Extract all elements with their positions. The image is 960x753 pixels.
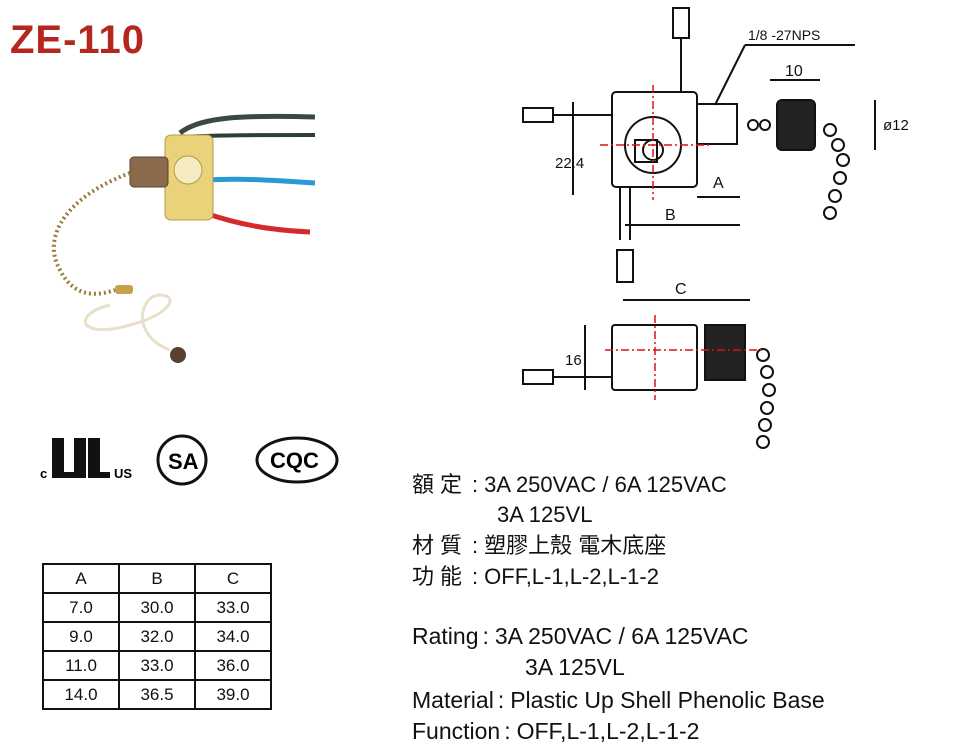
zh-rating-value-2: 3A 125VL xyxy=(497,502,593,527)
table-header-row: A B C xyxy=(42,563,272,594)
table-cell: 36.0 xyxy=(194,650,272,681)
black-wire xyxy=(178,113,316,136)
ul-c-mark: c xyxy=(40,466,47,481)
en-material-line: Material:Plastic Up Shell Phenolic Base xyxy=(412,687,825,713)
dimension-drawing: 1/8 -27NPS 10 ø12 22.4 A B C 16 xyxy=(522,7,909,449)
blue-wire xyxy=(204,176,316,186)
en-material-label: Material xyxy=(412,687,494,713)
zh-function-value: OFF,L-1,L-2,L-1-2 xyxy=(484,564,659,589)
dim-a-label: A xyxy=(713,175,724,192)
en-rating-value-2: 3A 125VL xyxy=(525,654,625,680)
knurled-cap xyxy=(776,99,816,151)
certification-logos: c US SA CQC xyxy=(40,434,339,486)
dim-10-label: 10 xyxy=(785,63,803,80)
table-row: 14.0 36.5 39.0 xyxy=(42,679,272,710)
table-row: 7.0 30.0 33.0 xyxy=(42,592,272,623)
zh-material-line: 材質:塑膠上殼 電木底座 xyxy=(412,531,666,561)
terminal-side xyxy=(522,369,554,385)
table-cell: 9.0 xyxy=(42,621,120,652)
pull-string xyxy=(84,293,172,352)
bushing xyxy=(129,156,169,188)
ul-us-mark: US xyxy=(114,466,132,481)
table-cell: 11.0 xyxy=(42,650,120,681)
ul-logo-icon-2 xyxy=(88,438,110,478)
table-cell: 33.0 xyxy=(118,650,196,681)
product-title: ZE-110 xyxy=(10,18,145,62)
en-function-label: Function xyxy=(412,718,501,744)
top-view-bushing xyxy=(696,103,738,145)
zh-function-label: 功能 xyxy=(412,564,469,589)
terminal-bottom xyxy=(616,249,634,283)
chain-connector xyxy=(115,285,133,294)
table-row: 11.0 33.0 36.0 xyxy=(42,650,272,681)
thread-label: 1/8 -27NPS xyxy=(748,27,820,43)
dim-16-label: 16 xyxy=(565,352,582,369)
table-header: A xyxy=(42,563,120,594)
en-function-line: Function:OFF,L-1,L-2,L-1-2 xyxy=(412,718,700,744)
en-function-value: OFF,L-1,L-2,L-1-2 xyxy=(516,718,700,744)
dim-phi12-label: ø12 xyxy=(883,117,909,134)
csa-mark: SA xyxy=(168,449,199,474)
terminal-left xyxy=(522,107,554,123)
pull-chain xyxy=(51,171,131,296)
red-wire xyxy=(204,210,311,235)
cqc-mark: CQC xyxy=(270,448,319,473)
table-header: B xyxy=(118,563,196,594)
terminal-top xyxy=(672,7,690,39)
table-row: 9.0 32.0 34.0 xyxy=(42,621,272,652)
pull-bead xyxy=(170,347,186,363)
side-view-cap xyxy=(704,324,746,381)
switch-knob xyxy=(173,155,203,185)
cqc-logo-icon xyxy=(255,436,339,484)
product-photo xyxy=(51,113,316,363)
table-cell: 30.0 xyxy=(118,592,196,623)
zh-rating-line: 額定:3A 250VAC / 6A 125VAC xyxy=(412,470,727,500)
zh-material-value: 塑膠上殼 電木底座 xyxy=(484,533,667,558)
ul-logo-icon xyxy=(52,438,86,478)
table-cell: 34.0 xyxy=(194,621,272,652)
csa-logo-icon xyxy=(156,434,208,486)
en-rating-line: Rating:3A 250VAC / 6A 125VAC xyxy=(412,623,749,649)
dim-b-label: B xyxy=(665,207,676,224)
zh-material-label: 材質 xyxy=(412,533,469,558)
table-cell: 36.5 xyxy=(118,679,196,710)
en-rating-label: Rating xyxy=(412,623,479,649)
table-cell: 32.0 xyxy=(118,621,196,652)
zh-function-line: 功能:OFF,L-1,L-2,L-1-2 xyxy=(412,562,659,592)
dimension-table: A B C 7.0 30.0 33.0 9.0 32.0 34.0 11.0 3… xyxy=(42,563,272,710)
zh-rating-value: 3A 250VAC / 6A 125VAC xyxy=(484,472,727,497)
dim-22-4-label: 22.4 xyxy=(555,155,584,172)
table-cell: 14.0 xyxy=(42,679,120,710)
table-cell: 39.0 xyxy=(194,679,272,710)
en-material-value: Plastic Up Shell Phenolic Base xyxy=(510,687,825,713)
dim-c-label: C xyxy=(675,281,687,298)
table-cell: 7.0 xyxy=(42,592,120,623)
table-cell: 33.0 xyxy=(194,592,272,623)
table-header: C xyxy=(194,563,272,594)
zh-rating-label: 額定 xyxy=(412,472,469,497)
en-rating-value: 3A 250VAC / 6A 125VAC xyxy=(494,623,749,649)
